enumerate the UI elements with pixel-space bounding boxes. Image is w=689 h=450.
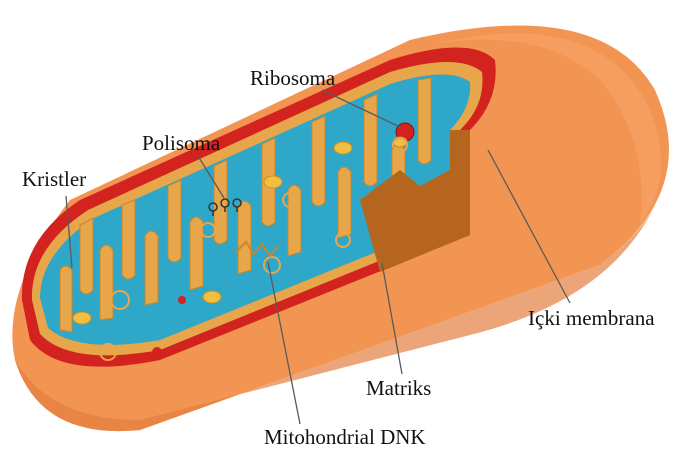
label-polysome: Polisoma — [142, 131, 221, 155]
label-mtdna: Mitohondrial DNK — [264, 425, 426, 449]
label-ribosome: Ribosoma — [250, 66, 336, 90]
label-matrix: Matriks — [366, 376, 431, 400]
label-inner-membrane: Içki membrana — [528, 306, 655, 330]
label-cristae: Kristler — [22, 167, 86, 191]
